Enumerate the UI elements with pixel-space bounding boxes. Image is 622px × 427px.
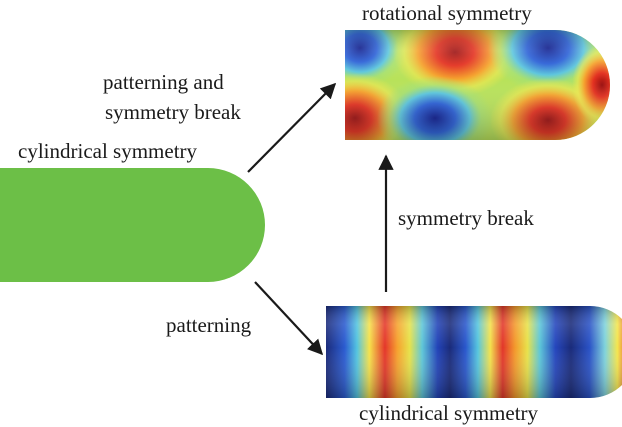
label-cylindrical-symmetry-bottom: cylindrical symmetry (359, 401, 539, 425)
label-cylindrical-symmetry-left: cylindrical symmetry (18, 139, 198, 163)
arrow-to-rotational (247, 82, 337, 173)
label-patterning: patterning (166, 313, 252, 337)
rotational-symmetry-cylinder (345, 30, 610, 140)
green-cylinder (0, 168, 265, 282)
arrow-to-striped (254, 281, 324, 356)
striped-cylinder (326, 306, 622, 398)
label-patterning-and: patterning and (103, 70, 224, 94)
label-rotational-symmetry: rotational symmetry (362, 1, 532, 25)
label-symmetry-break-top: symmetry break (105, 100, 241, 124)
label-symmetry-break-right: symmetry break (398, 206, 534, 230)
